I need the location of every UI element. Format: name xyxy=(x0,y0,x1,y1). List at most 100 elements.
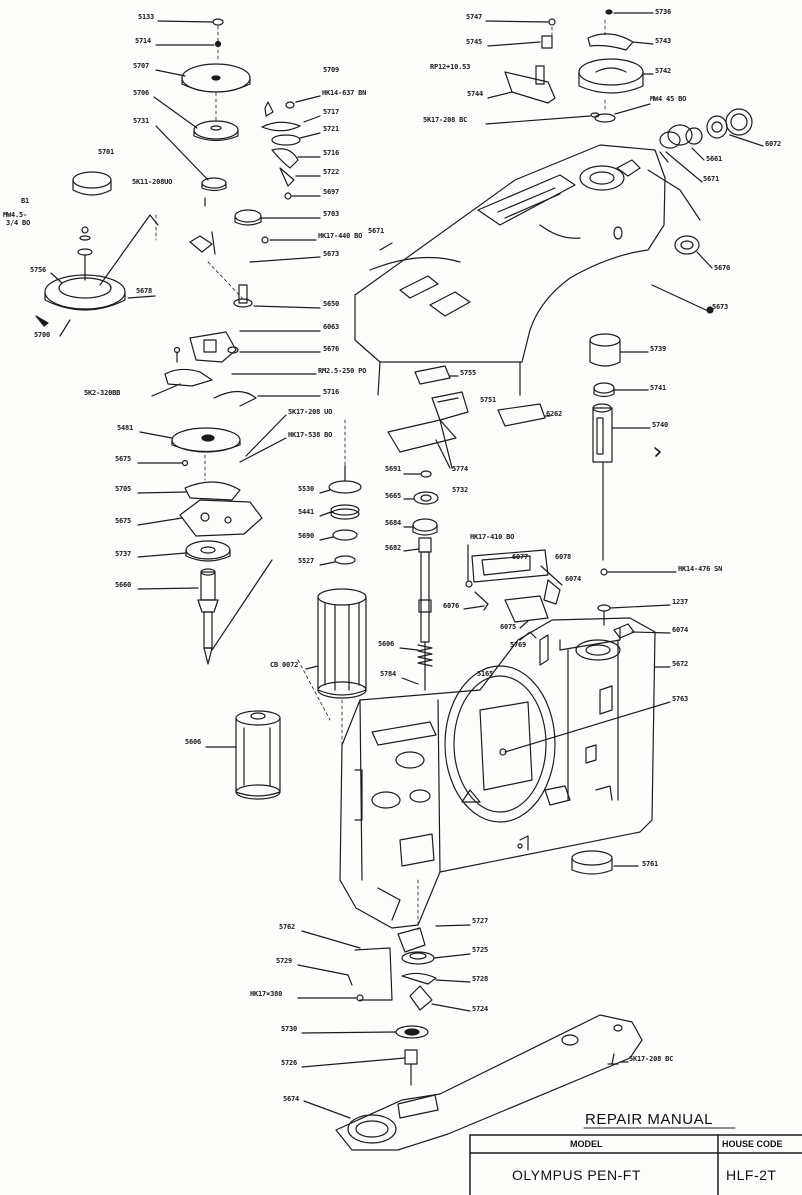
part-callout-label: 5K11-208UO xyxy=(132,178,173,186)
part-callout-label: 5774 xyxy=(452,465,469,473)
part-callout-label: 5678 xyxy=(136,287,153,295)
part-callout-label: HK17-538 BO xyxy=(288,431,333,439)
house-code-header: HOUSE CODE xyxy=(722,1139,783,1149)
part-callout-label: 5745 xyxy=(466,38,483,46)
part-callout-label: 5716 xyxy=(323,388,340,396)
part-plates-5675-5705 xyxy=(137,481,263,562)
part-callout-label: 5606 xyxy=(185,738,202,746)
part-callout-label: 5697 xyxy=(323,188,340,196)
part-callout-label: RM2.5-250 PO xyxy=(318,367,367,375)
part-shaft-5660 xyxy=(137,559,273,665)
part-callout-label: 6074 xyxy=(672,626,689,634)
part-callout-label: 5717 xyxy=(323,108,340,116)
part-callout-label: 5726 xyxy=(281,1059,298,1067)
part-callout-label: 5761 xyxy=(642,860,659,868)
part-callout-label: HK14-637 BN xyxy=(322,89,367,97)
part-callout-label: 5721 xyxy=(323,125,340,133)
part-callout-label: 5755 xyxy=(460,369,477,377)
part-callout-label: 5675 xyxy=(115,455,132,463)
part-callout-label: 5530 xyxy=(298,485,315,493)
part-callout-label: 6078 xyxy=(555,553,572,561)
part-lever-linkage xyxy=(261,95,321,200)
part-callout-label: 5709 xyxy=(323,66,340,74)
part-spring-stack xyxy=(319,465,362,566)
part-callout-label: 5691 xyxy=(385,465,402,473)
model-value: OLYMPUS PEN-FT xyxy=(512,1167,641,1183)
part-callout-label: 5700 xyxy=(34,331,51,339)
part-tube-5739-5740 xyxy=(589,333,661,561)
part-callout-label: 5756 xyxy=(30,266,47,274)
part-callout-label: 5736 xyxy=(655,8,672,16)
part-callout-label: 5706 xyxy=(133,89,150,97)
part-plate-5481 xyxy=(137,414,287,467)
part-callout-label: 5751 xyxy=(480,396,497,404)
part-main-body-5672 xyxy=(339,617,671,929)
part-callout-label: 6063 xyxy=(323,323,340,331)
repair-manual-heading: REPAIR MANUAL xyxy=(585,1111,713,1128)
part-gear-5703 xyxy=(189,209,321,263)
part-callout-label: 5747 xyxy=(466,13,483,21)
part-callout-label: 5725 xyxy=(472,946,489,954)
part-callout-label: MW4.5- xyxy=(3,211,28,219)
part-callout-label: 3/4 BO xyxy=(6,219,31,227)
part-callout-label: 1237 xyxy=(672,598,689,606)
part-callout-label: 5729 xyxy=(276,957,293,965)
part-knob-cluster-6071 xyxy=(659,115,764,183)
part-callout-label: 5K17-208 BC xyxy=(629,1055,674,1063)
part-callout-label: 5740 xyxy=(652,421,669,429)
part-callout-label: 5730 xyxy=(281,1025,298,1033)
alignment-dashed-lines xyxy=(155,19,606,931)
part-callout-label: 6262 xyxy=(546,410,563,418)
part-callout-label: 5682 xyxy=(385,544,402,552)
part-shaft-5650 xyxy=(233,284,321,309)
part-callout-label: 5742 xyxy=(655,67,672,75)
part-bracket-6074 xyxy=(463,544,563,641)
part-small-screws-right xyxy=(597,568,677,639)
part-callout-label: HK17-410 BO xyxy=(470,533,515,541)
part-callout-label: 5K17-208 BC xyxy=(423,116,468,124)
part-bottom-plate-5674 xyxy=(303,1014,643,1151)
part-callout-label: 5165 xyxy=(477,670,494,678)
part-callout-label: 5675 xyxy=(115,517,132,525)
part-ring-5670 xyxy=(674,235,713,269)
part-callout-label: 5133 xyxy=(138,13,155,21)
part-callout-label: CB 0072 xyxy=(270,661,299,669)
part-callout-label: 5661 xyxy=(706,155,723,163)
part-callout-label: 5670 xyxy=(714,264,731,272)
part-callout-label: 6072 xyxy=(765,140,782,148)
house-code-value: HLF-2T xyxy=(726,1167,777,1183)
part-prism-block xyxy=(387,365,551,469)
part-callout-label: 5784 xyxy=(380,670,397,678)
part-callout-label: 5690 xyxy=(298,532,315,540)
part-callout-label: 5722 xyxy=(323,168,340,176)
part-callout-label: 5673 xyxy=(323,250,340,258)
part-callout-label: 5527 xyxy=(298,557,315,565)
part-callout-label: 5650 xyxy=(323,300,340,308)
part-callout-label: 5441 xyxy=(298,508,315,516)
part-callout-label: HK17×380 xyxy=(250,990,283,998)
part-callout-label: 5763 xyxy=(672,695,689,703)
part-callout-label: RP12+10.53 xyxy=(430,63,471,71)
part-callout-label: 5732 xyxy=(452,486,469,494)
part-callout-label: 5728 xyxy=(472,975,489,983)
part-screws-top-left xyxy=(155,18,224,48)
part-callout-label: 5741 xyxy=(650,384,667,392)
part-top-cover-5673 xyxy=(354,144,714,396)
part-callout-label: 5705 xyxy=(115,485,132,493)
model-header: MODEL xyxy=(570,1139,603,1149)
part-callout-label: 5481 xyxy=(117,424,134,432)
part-callout-label: 5606 xyxy=(378,640,395,648)
part-callout-label: 5769 xyxy=(510,641,527,649)
part-callout-label: 5684 xyxy=(385,519,402,527)
part-callout-label: HK14-476 SN xyxy=(678,565,723,573)
part-callout-label: 5716 xyxy=(323,149,340,157)
part-callout-label: 5703 xyxy=(323,210,340,218)
part-callout-label: 5707 xyxy=(133,62,150,70)
title-block-frame xyxy=(469,1127,802,1195)
part-ring-5731 xyxy=(155,125,227,207)
part-callout-label: 5676 xyxy=(323,345,340,353)
part-callout-label: 6074 xyxy=(565,575,582,583)
part-callout-label: 5674 xyxy=(283,1095,300,1103)
